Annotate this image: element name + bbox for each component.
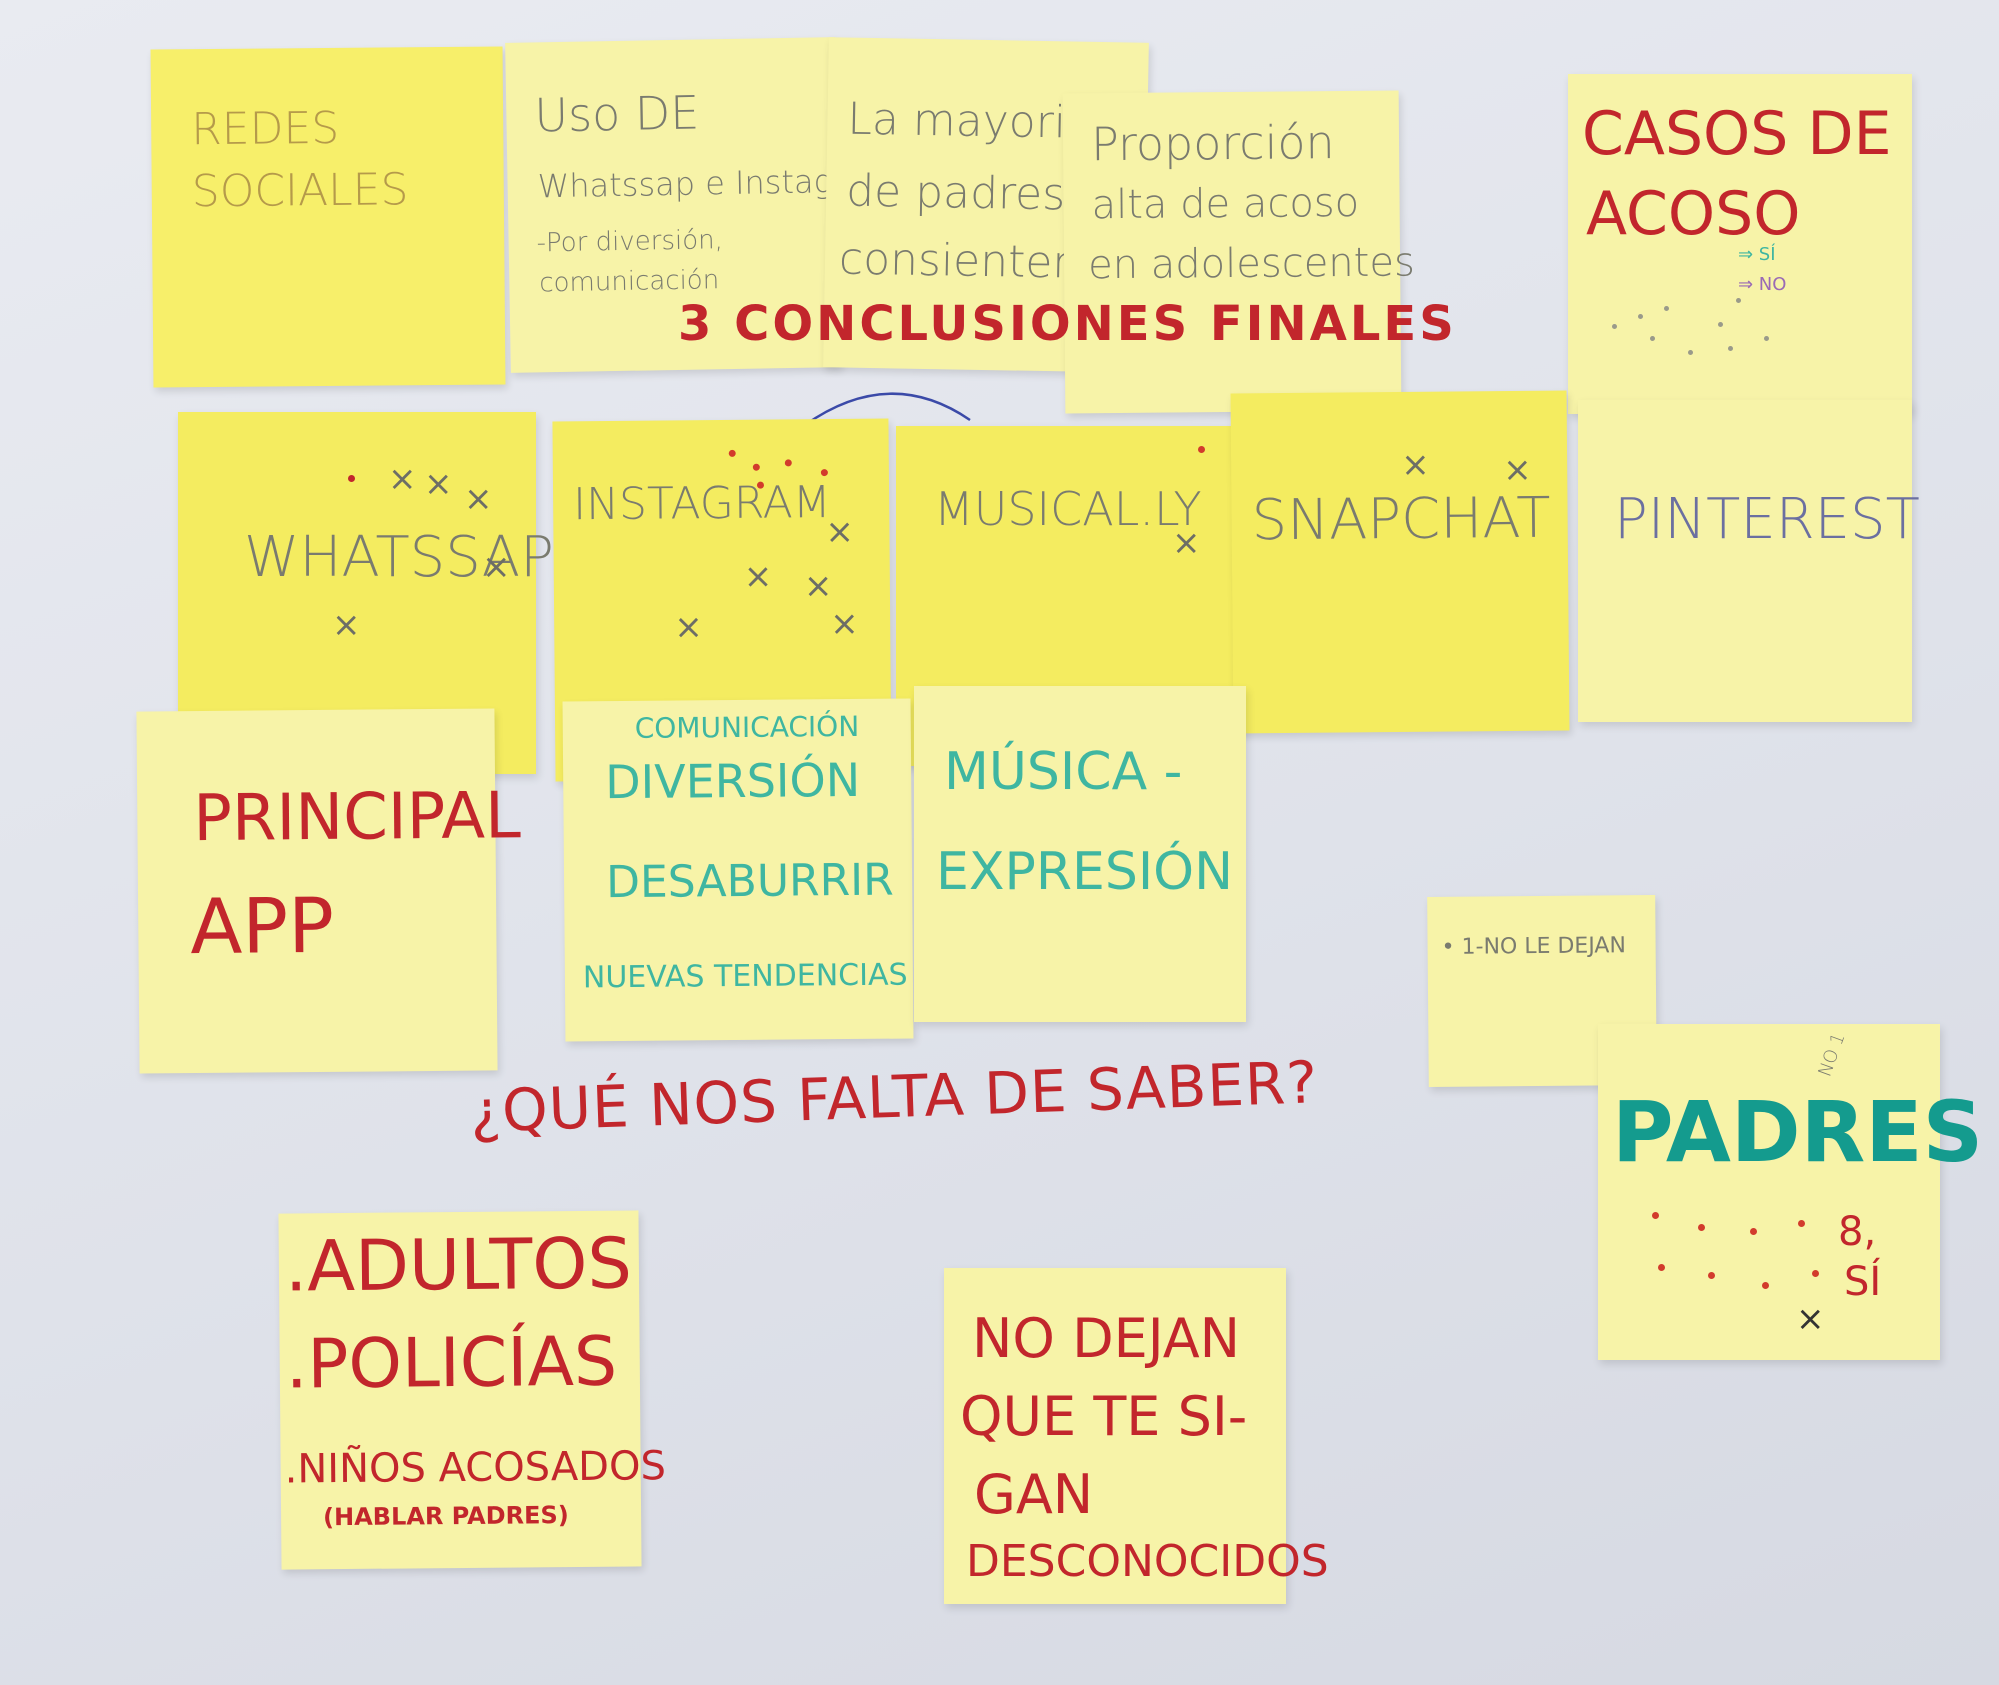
desaburrir-label: DESABURRIR <box>605 854 894 909</box>
note-redes-sociales: REDES SOCIALES <box>150 46 506 388</box>
pinterest-label: PINTEREST <box>1614 487 1920 552</box>
note-adultos: .ADULTOS .POLICÍAS .NIÑOS ACOSADOS (HABL… <box>278 1210 666 1570</box>
proporcion-line3: en adolescentes <box>1087 239 1416 289</box>
mayoria-line3: consienten <box>838 233 1081 289</box>
note-principal-app: PRINCIPAL APP <box>136 708 521 1074</box>
vote-x: × <box>464 479 493 519</box>
note-redes-text: REDES SOCIALES <box>191 102 409 217</box>
vote-x: × <box>482 547 511 587</box>
nodejan-line3: GAN <box>974 1463 1094 1526</box>
diversion-label: DIVERSIÓN <box>604 752 861 810</box>
mayoria-line1: La mayoria <box>847 93 1094 149</box>
ninos-acosados-label: .NIÑOS ACOSADOS <box>284 1443 667 1493</box>
nodejan-line2: QUE TE SI- <box>960 1385 1248 1448</box>
nodejan-line4: DESCONOCIDOS <box>966 1536 1329 1587</box>
vote-x: × <box>388 459 417 499</box>
comunicacion-label: COMUNICACIÓN <box>634 709 860 745</box>
no-le-dejan-text: • 1-NO LE DEJAN <box>1441 933 1626 960</box>
principal-line1: PRINCIPAL <box>193 779 521 857</box>
whatssap-label: WHATSSAP <box>244 525 554 590</box>
nodejan-line1: NO DEJAN <box>972 1307 1241 1370</box>
expresion-label: EXPRESIÓN <box>936 842 1233 902</box>
conclusiones-heading: 3 CONCLUSIONES FINALES <box>678 296 1457 352</box>
principal-line2: APP <box>189 880 335 972</box>
instagram-label: INSTAGRAM <box>572 477 831 531</box>
padres-label: PADRES <box>1612 1083 1984 1181</box>
question-heading: ¿QUÉ NOS FALTA DE SABER? <box>469 1048 1320 1146</box>
musica-label: MÚSICA - <box>944 742 1183 802</box>
padres-si: SÍ <box>1844 1259 1882 1305</box>
hablar-padres-label: (HABLAR PADRES) <box>322 1501 569 1532</box>
legend-no: ⇒ NO <box>1738 274 1787 295</box>
uso-line3: -Por diversión, <box>536 225 724 259</box>
padres-count: 8, <box>1838 1209 1877 1255</box>
legend-si: ⇒ SÍ <box>1738 244 1776 265</box>
nuevas-tendencias-label: NUEVAS TENDENCIAS <box>582 957 908 996</box>
casos-line2: ACOSO <box>1586 179 1801 249</box>
note-proporcion: Proporción alta de acoso en adolescentes <box>1062 90 1415 414</box>
uso-line4: comunicación <box>539 265 720 299</box>
adultos-label: .ADULTOS <box>284 1222 633 1308</box>
mayoria-line2: de padres <box>845 165 1066 221</box>
casos-line1: CASOS DE <box>1582 99 1892 169</box>
note-diversion: COMUNICACIÓN DIVERSIÓN DESABURRIR NUEVAS… <box>562 698 914 1042</box>
note-casos-acoso: CASOS DE ACOSO ⇒ SÍ ⇒ NO <box>1568 74 1912 414</box>
note-no-dejan: NO DEJAN QUE TE SI- GAN DESCONOCIDOS <box>944 1268 1329 1604</box>
uso-line1: Uso DE <box>533 85 700 143</box>
padres-no-text: NO 1 <box>1814 1030 1850 1080</box>
note-snapchat: SNAPCHAT × × <box>1230 390 1570 734</box>
vote-x: × <box>424 464 453 504</box>
policias-label: .POLICÍAS <box>285 1322 618 1405</box>
note-pinterest: PINTEREST <box>1578 400 1920 722</box>
uso-line2: Whatssap e Instag <box>537 162 834 206</box>
snapchat-label: SNAPCHAT <box>1251 485 1551 554</box>
musically-label: MUSICAL.LY <box>934 482 1202 536</box>
vote-x: × <box>332 605 361 645</box>
note-padres: NO 1 PADRES 8, SÍ × <box>1598 1024 1983 1360</box>
proporcion-line1: Proporción <box>1090 115 1335 172</box>
proporcion-line2: alta de acoso <box>1091 179 1360 229</box>
note-musica: MÚSICA - EXPRESIÓN <box>914 686 1246 1022</box>
arc-connector <box>804 392 971 427</box>
